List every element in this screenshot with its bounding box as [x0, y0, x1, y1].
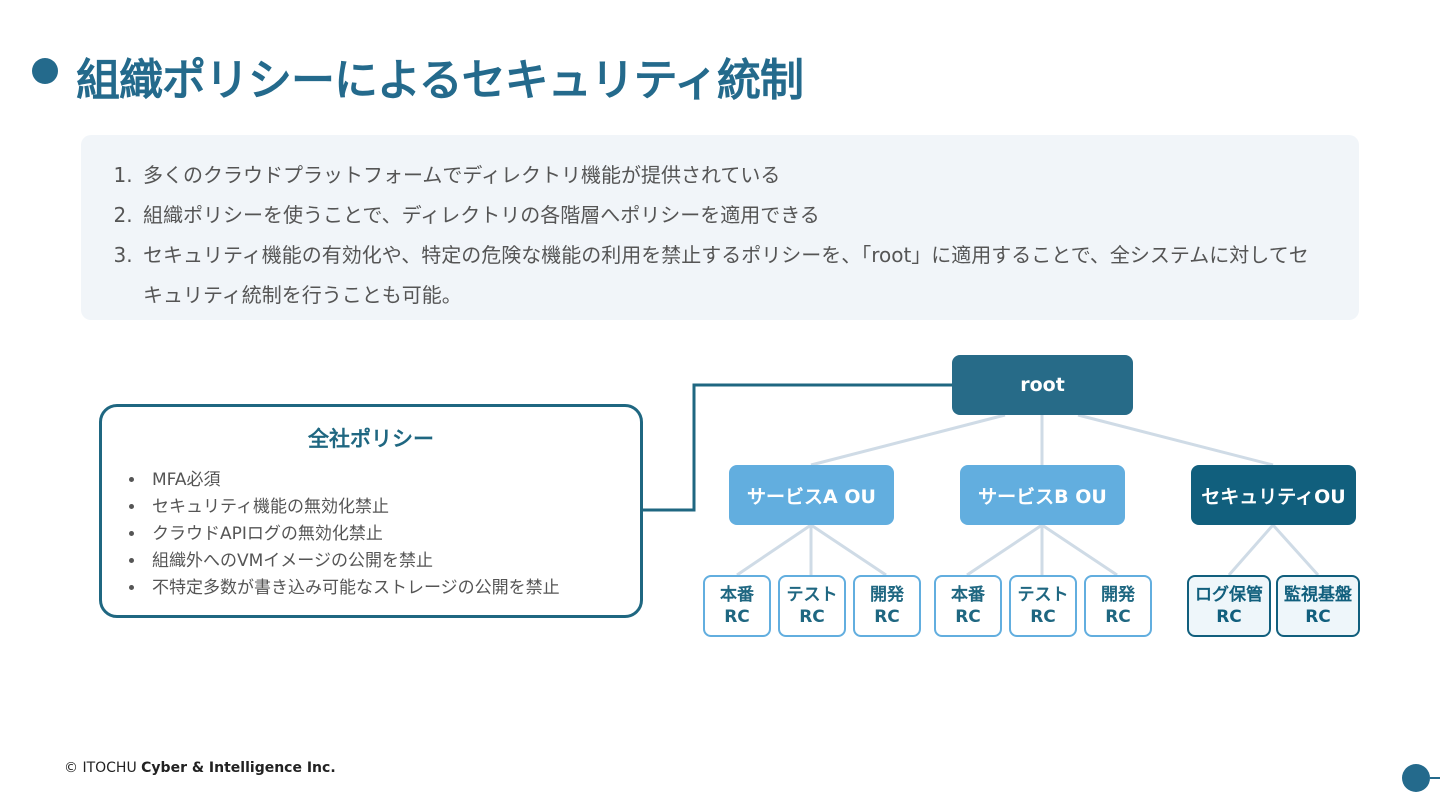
- rc-node-b-test: テスト RC: [1009, 575, 1077, 637]
- info-box: 多くのクラウドプラットフォームでディレクトリ機能が提供されている 組織ポリシーを…: [81, 135, 1359, 320]
- rc-label: 開発: [870, 585, 904, 605]
- rc-type: RC: [1030, 607, 1056, 627]
- rc-type: RC: [1305, 607, 1331, 627]
- footer-copyright: © ITOCHU: [64, 760, 137, 776]
- ou-node-security: セキュリティOU: [1191, 465, 1356, 525]
- edge-ou-a-rc: [810, 523, 887, 577]
- footer: © ITOCHU Cyber & Intelligence Inc.: [64, 760, 336, 776]
- corner-dot: [1402, 764, 1430, 792]
- rc-node-sec-monitor: 監視基盤 RC: [1276, 575, 1360, 637]
- rc-node-a-dev: 開発 RC: [853, 575, 921, 637]
- policy-item: MFA必須: [146, 467, 640, 494]
- rc-label: 本番: [720, 585, 754, 605]
- rc-type: RC: [799, 607, 825, 627]
- root-node: root: [952, 355, 1133, 415]
- rc-type: RC: [1216, 607, 1242, 627]
- rc-label: 監視基盤: [1284, 585, 1352, 605]
- policy-item: クラウドAPIログの無効化禁止: [146, 521, 640, 548]
- edge-ou-sec-rc: [1227, 524, 1275, 576]
- rc-type: RC: [1105, 607, 1131, 627]
- policy-title: 全社ポリシー: [308, 427, 434, 451]
- rc-node-a-test: テスト RC: [778, 575, 846, 637]
- rc-label: ログ保管: [1195, 585, 1263, 605]
- edge-ou-a-rc: [736, 523, 812, 577]
- rc-node-a-prod: 本番 RC: [703, 575, 771, 637]
- point-list: 多くのクラウドプラットフォームでディレクトリ機能が提供されている 組織ポリシーを…: [81, 135, 1359, 315]
- point-item: セキュリティ機能の有効化や、特定の危険な機能の利用を禁止するポリシーを、「roo…: [139, 235, 1323, 315]
- point-item: 組織ポリシーを使うことで、ディレクトリの各階層へポリシーを適用できる: [139, 195, 1323, 235]
- edge-ou-sec-rc: [1271, 523, 1320, 577]
- rc-node-b-dev: 開発 RC: [1084, 575, 1152, 637]
- rc-label: テスト: [1017, 585, 1069, 605]
- company-policy-box: 全社ポリシー MFA必須 セキュリティ機能の無効化禁止 クラウドAPIログの無効…: [99, 404, 643, 618]
- footer-brand: Cyber & Intelligence Inc.: [141, 760, 336, 776]
- rc-label: 開発: [1101, 585, 1135, 605]
- rc-node-sec-log: ログ保管 RC: [1187, 575, 1271, 637]
- policy-connector: [639, 383, 952, 512]
- ou-node-service-a: サービスA OU: [729, 465, 894, 525]
- rc-node-b-prod: 本番 RC: [934, 575, 1002, 637]
- policy-item: 組織外へのVMイメージの公開を禁止: [146, 548, 640, 575]
- corner-line: [1430, 777, 1440, 779]
- policy-item: 不特定多数が書き込み可能なストレージの公開を禁止: [146, 575, 640, 602]
- point-item: 多くのクラウドプラットフォームでディレクトリ機能が提供されている: [139, 155, 1323, 195]
- rc-label: 本番: [951, 585, 985, 605]
- rc-type: RC: [874, 607, 900, 627]
- edge-ou-b-rc: [1041, 523, 1118, 577]
- edge-ou-b-rc: [966, 523, 1043, 577]
- ou-node-service-b: サービスB OU: [960, 465, 1125, 525]
- page-title: 組織ポリシーによるセキュリティ統制: [76, 55, 804, 106]
- policy-item: セキュリティ機能の無効化禁止: [146, 494, 640, 521]
- edge-root-ou-sec: [1077, 413, 1274, 467]
- title-bullet: [32, 58, 58, 84]
- policy-list: MFA必須 セキュリティ機能の無効化禁止 クラウドAPIログの無効化禁止 組織外…: [102, 467, 640, 602]
- edge-root-ou-a: [810, 413, 1006, 467]
- rc-type: RC: [724, 607, 750, 627]
- rc-type: RC: [955, 607, 981, 627]
- rc-label: テスト: [786, 585, 838, 605]
